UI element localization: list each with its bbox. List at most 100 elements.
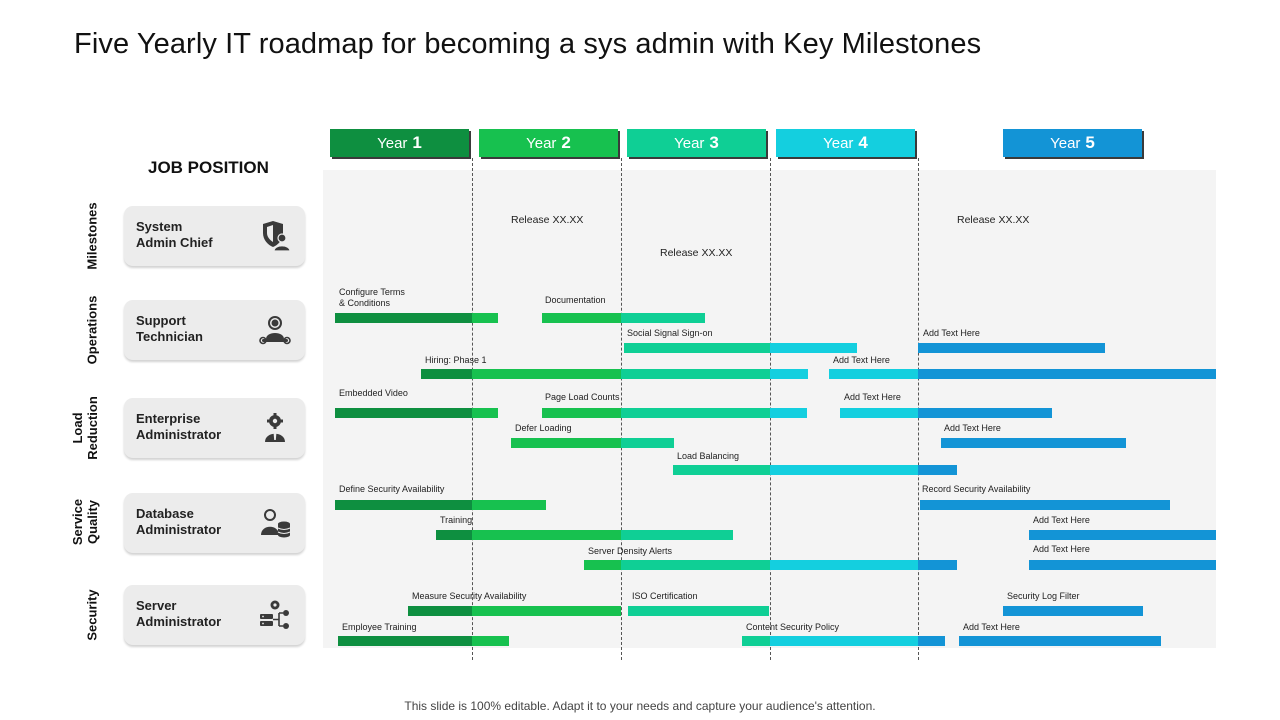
task-bar bbox=[941, 438, 1126, 448]
task-bar-segment bbox=[840, 408, 918, 418]
task-bar bbox=[511, 438, 674, 448]
task-label-line: Add Text Here bbox=[923, 328, 980, 338]
row-label-line: Service bbox=[70, 498, 85, 546]
task-label-line: Documentation bbox=[545, 295, 606, 305]
task-label: Record Security Availability bbox=[922, 484, 1030, 495]
task-bar bbox=[408, 606, 621, 616]
task-bar bbox=[584, 560, 957, 570]
task-bar bbox=[628, 606, 769, 616]
task-label-line: Record Security Availability bbox=[922, 484, 1031, 494]
task-bar-segment bbox=[335, 500, 472, 510]
task-bar-segment bbox=[770, 369, 808, 379]
task-bar-segment bbox=[829, 369, 918, 379]
task-bar bbox=[542, 313, 705, 323]
task-label-line: Define Security Availability bbox=[339, 484, 445, 494]
task-label-line: Server Density Alerts bbox=[588, 546, 673, 556]
year-number: 2 bbox=[561, 133, 571, 152]
task-label: Training bbox=[440, 515, 472, 526]
task-bar bbox=[742, 636, 945, 646]
year-prefix: Year bbox=[823, 134, 854, 152]
task-bar-segment bbox=[1029, 530, 1216, 540]
footer-note: This slide is 100% editable. Adapt it to… bbox=[404, 699, 876, 713]
task-bar bbox=[959, 636, 1161, 646]
job-position-header: JOB POSITION bbox=[148, 158, 269, 177]
task-bar bbox=[421, 369, 808, 379]
task-bar-segment bbox=[472, 606, 621, 616]
role-name-line: System bbox=[136, 219, 183, 234]
milestone-label: Release XX.XX bbox=[660, 247, 733, 259]
role-name-line: Administrator bbox=[136, 427, 222, 442]
task-bar-segment bbox=[542, 313, 621, 323]
task-bar bbox=[542, 408, 807, 418]
shield-user-icon bbox=[263, 221, 291, 252]
task-bar-segment bbox=[335, 313, 472, 323]
task-label-line: Add Text Here bbox=[963, 622, 1020, 632]
role-name-line: Admin Chief bbox=[136, 235, 213, 250]
task-label: ISO Certification bbox=[632, 591, 698, 602]
role-name-line: Database bbox=[136, 506, 194, 521]
task-bar bbox=[335, 500, 546, 510]
technician-icon bbox=[259, 316, 291, 345]
task-bar-segment bbox=[542, 408, 621, 418]
task-label: Content Security Policy bbox=[746, 622, 839, 633]
task-label-line: Add Text Here bbox=[1033, 544, 1090, 554]
task-bar bbox=[840, 408, 1052, 418]
milestone-label: Release XX.XX bbox=[957, 214, 1030, 226]
role-name-line: Technician bbox=[136, 329, 203, 344]
task-bar bbox=[624, 343, 857, 353]
task-bar-segment bbox=[628, 606, 769, 616]
task-label: Embedded Video bbox=[339, 388, 408, 399]
task-label-line: Page Load Counts bbox=[545, 392, 620, 402]
task-label: Measure Security Availability bbox=[412, 591, 526, 602]
task-bar-segment bbox=[920, 500, 1170, 510]
task-bar-segment bbox=[472, 636, 509, 646]
task-label-line: Add Text Here bbox=[833, 355, 890, 365]
row-label-milestones: Milestones bbox=[85, 202, 100, 269]
task-bar-segment bbox=[742, 636, 770, 646]
task-label: Employee Training bbox=[342, 622, 417, 633]
task-bar-segment bbox=[621, 313, 705, 323]
task-bar-segment bbox=[621, 560, 770, 570]
task-label-line: Hiring: Phase 1 bbox=[425, 355, 487, 365]
task-label-line: Content Security Policy bbox=[746, 622, 840, 632]
task-bar bbox=[918, 343, 1105, 353]
row-label-line: Milestones bbox=[84, 202, 100, 270]
task-bar-segment bbox=[421, 369, 472, 379]
task-bar bbox=[1029, 530, 1216, 540]
task-bar-segment bbox=[1003, 606, 1143, 616]
task-bar-segment bbox=[621, 530, 733, 540]
task-label: Security Log Filter bbox=[1007, 591, 1080, 602]
page-title: Five Yearly IT roadmap for becoming a sy… bbox=[74, 28, 982, 60]
task-bar bbox=[335, 313, 498, 323]
task-bar-segment bbox=[918, 465, 957, 475]
role-name-line: Server bbox=[136, 598, 177, 613]
row-label-service-quality: Service Quality bbox=[70, 499, 100, 545]
row-label-line: Operations bbox=[84, 295, 100, 365]
task-bar-segment bbox=[436, 530, 472, 540]
task-bar bbox=[335, 408, 498, 418]
row-label-security: Security bbox=[85, 589, 100, 640]
role-name-line: Support bbox=[136, 313, 186, 328]
task-bar-segment bbox=[621, 369, 770, 379]
task-bar-segment bbox=[918, 343, 1105, 353]
row-label-line: Quality bbox=[85, 499, 100, 545]
task-label-line: ISO Certification bbox=[632, 591, 698, 601]
task-bar bbox=[920, 500, 1170, 510]
task-label: Add Text Here bbox=[1033, 544, 1090, 555]
task-bar-segment bbox=[673, 465, 770, 475]
task-label: Documentation bbox=[545, 295, 606, 306]
task-label-line: Social Signal Sign-on bbox=[627, 328, 713, 338]
task-label-line: Add Text Here bbox=[1033, 515, 1090, 525]
task-bar-segment bbox=[770, 560, 918, 570]
task-label-line: Security Log Filter bbox=[1007, 591, 1080, 601]
task-bar bbox=[673, 465, 957, 475]
task-bar-segment bbox=[918, 408, 1052, 418]
role-name-line: Enterprise bbox=[136, 411, 201, 426]
